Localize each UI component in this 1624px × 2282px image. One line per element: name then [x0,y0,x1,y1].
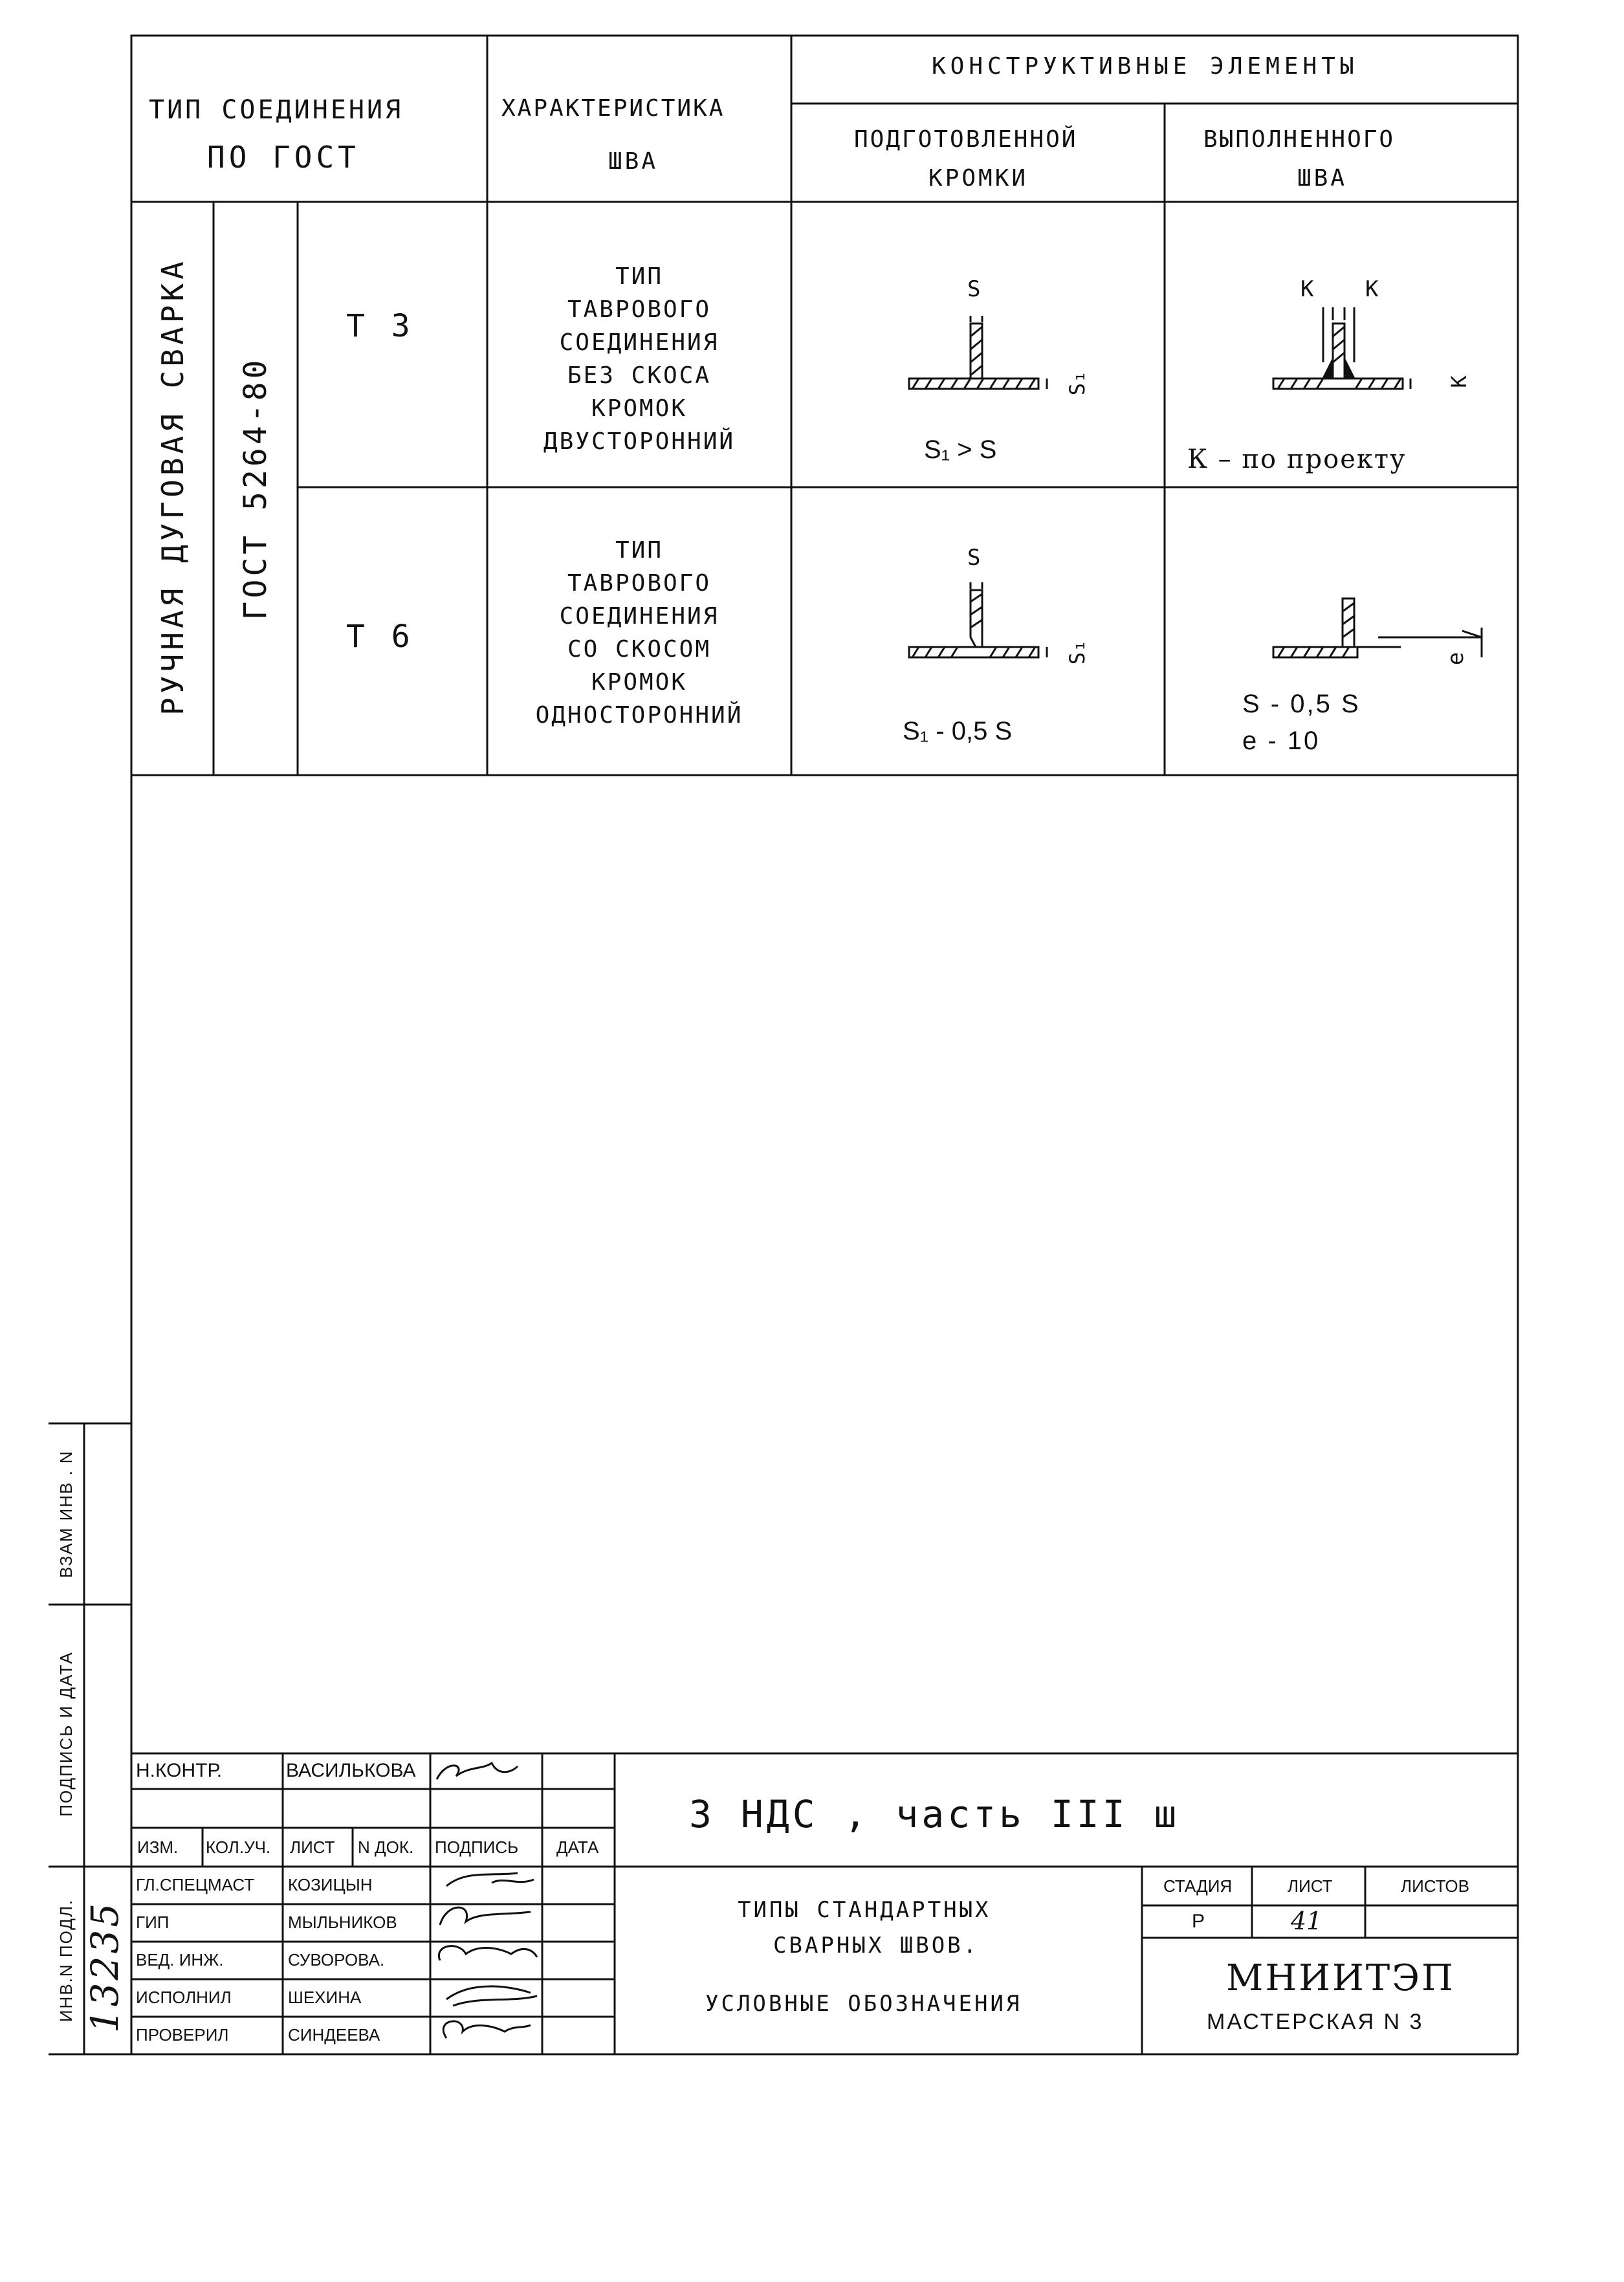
row-t3-desc-line: БЕЗ СКОСА [567,362,712,389]
row-t3-desc-line: СОЕДИНЕНИЯ [559,329,719,356]
t3-perf-label-k2: К [1365,276,1379,302]
signature-mylnikov [439,1906,531,1925]
row-t6-desc-line: СОЕДИНЕНИЯ [559,603,719,630]
role-label: ГЛ.СПЕЦМАСТ [136,1875,255,1894]
row-t3-desc-line: ДВУСТОРОННИЙ [543,428,736,455]
header-characteristic-line1: ХАРАКТЕРИСТИКА [501,95,725,122]
t6-perf-note2: е - 10 [1242,727,1321,755]
header-performed-line2: ШВА [1297,165,1348,192]
row-t3-desc-line: ТАВРОВОГО [567,296,712,323]
t3-prep-label-s: S [967,276,981,302]
n-kontr-name: ВАСИЛЬКОВА [286,1760,416,1781]
sheets-label: ЛИСТОВ [1401,1876,1469,1896]
row-t3-description: ТИП ТАВРОВОГО СОЕДИНЕНИЯ БЕЗ СКОСА КРОМО… [487,260,791,458]
col-header-n-dok: N ДОК. [358,1838,414,1857]
t6-perf-note1: S - 0,5 S [1242,690,1361,718]
role-name: МЫЛЬНИКОВ [288,1913,397,1932]
t3-prepared-sketch [908,316,1048,390]
row-t6-desc-line: ТИП [615,537,664,564]
signature-kozitsyn [446,1872,534,1887]
role-label: ПРОВЕРИЛ [136,2025,229,2045]
col-header-izm: ИЗМ. [137,1838,179,1857]
row-t6-desc-line: ТАВРОВОГО [567,570,712,597]
doc-title-line2: СВАРНЫХ ШВОВ. [773,1933,980,1958]
header-constructive-elements: КОНСТРУКТИВНЫЕ ЭЛЕМЕНТЫ [932,53,1359,80]
signature-vasilkova [435,1761,519,1780]
col-header-data: ДАТА [556,1838,599,1857]
t3-performed-sketch [1272,307,1412,390]
signature-suvorova [437,1945,538,1961]
row-t6-desc-line: ОДНОСТОРОННИЙ [535,702,743,729]
col-header-podpis: ПОДПИСЬ [435,1838,519,1857]
header-characteristic-line2: ШВА [608,148,659,175]
row-t6-code: Т 6 [346,619,414,655]
t6-prep-note: S₁ - 0,5 S [903,717,1013,745]
stage-label: СТАДИЯ [1163,1876,1233,1896]
stage-value: Р [1192,1911,1205,1932]
row-t3-desc-line: ТИП [615,263,664,290]
doc-title-line1: ТИПЫ СТАНДАРТНЫХ [738,1897,991,1923]
header-type-connection-line2: ПО ГОСТ [207,140,360,175]
row-t3-code: Т 3 [346,308,414,344]
doc-title-line3: УСЛОВНЫЕ ОБОЗНАЧЕНИЯ [705,1991,1022,2017]
role-name: СИНДЕЕВА [288,2025,380,2045]
sheet-value: 41 [1291,1907,1322,1935]
col-header-list: ЛИСТ [290,1838,335,1857]
t3-prep-note: S₁ > S [924,435,997,464]
workshop-label: МАСТЕРСКАЯ N 3 [1207,2010,1424,2034]
t3-perf-label-k1: К [1300,276,1314,302]
signature-sindeeva [442,2020,531,2039]
project-title: 3 НДС , часть III ш [689,1792,1180,1836]
col-header-kol-uch: КОЛ.УЧ. [206,1838,271,1857]
role-name: СУВОРОВА. [288,1950,385,1969]
t3-perf-note: К – по проекту [1187,444,1407,474]
organization-name: МНИИТЭП [1226,1957,1455,1999]
header-prepared-line1: ПОДГОТОВЛЕННОЙ [854,126,1078,153]
row-t6-description: ТИП ТАВРОВОГО СОЕДИНЕНИЯ СО СКОСОМ КРОМО… [487,534,791,732]
role-label: ИСПОЛНИЛ [136,1988,232,2007]
role-name: КОЗИЦЫН [288,1875,373,1894]
row-t6-desc-line: КРОМОК [591,669,688,696]
role-label: ГИП [136,1913,170,1932]
role-name: ШЕХИНА [288,1988,362,2007]
role-label: ВЕД. ИНЖ. [136,1950,224,1969]
sheet-label: ЛИСТ [1288,1876,1333,1896]
header-type-connection-line1: ТИП СОЕДИНЕНИЯ [149,95,404,125]
t6-prepared-sketch [908,582,1048,659]
header-prepared-line2: КРОМКИ [928,165,1029,192]
signature-shekhina [446,1985,538,2007]
t6-performed-sketch [1272,597,1483,659]
row-t6-desc-line: СО СКОСОМ [567,636,712,663]
header-performed-line1: ВЫПОЛНЕННОГО [1203,126,1396,153]
row-t3-desc-line: КРОМОК [591,395,688,422]
t6-prep-label-s: S [967,545,981,571]
n-kontr-label: Н.КОНТР. [136,1760,223,1781]
